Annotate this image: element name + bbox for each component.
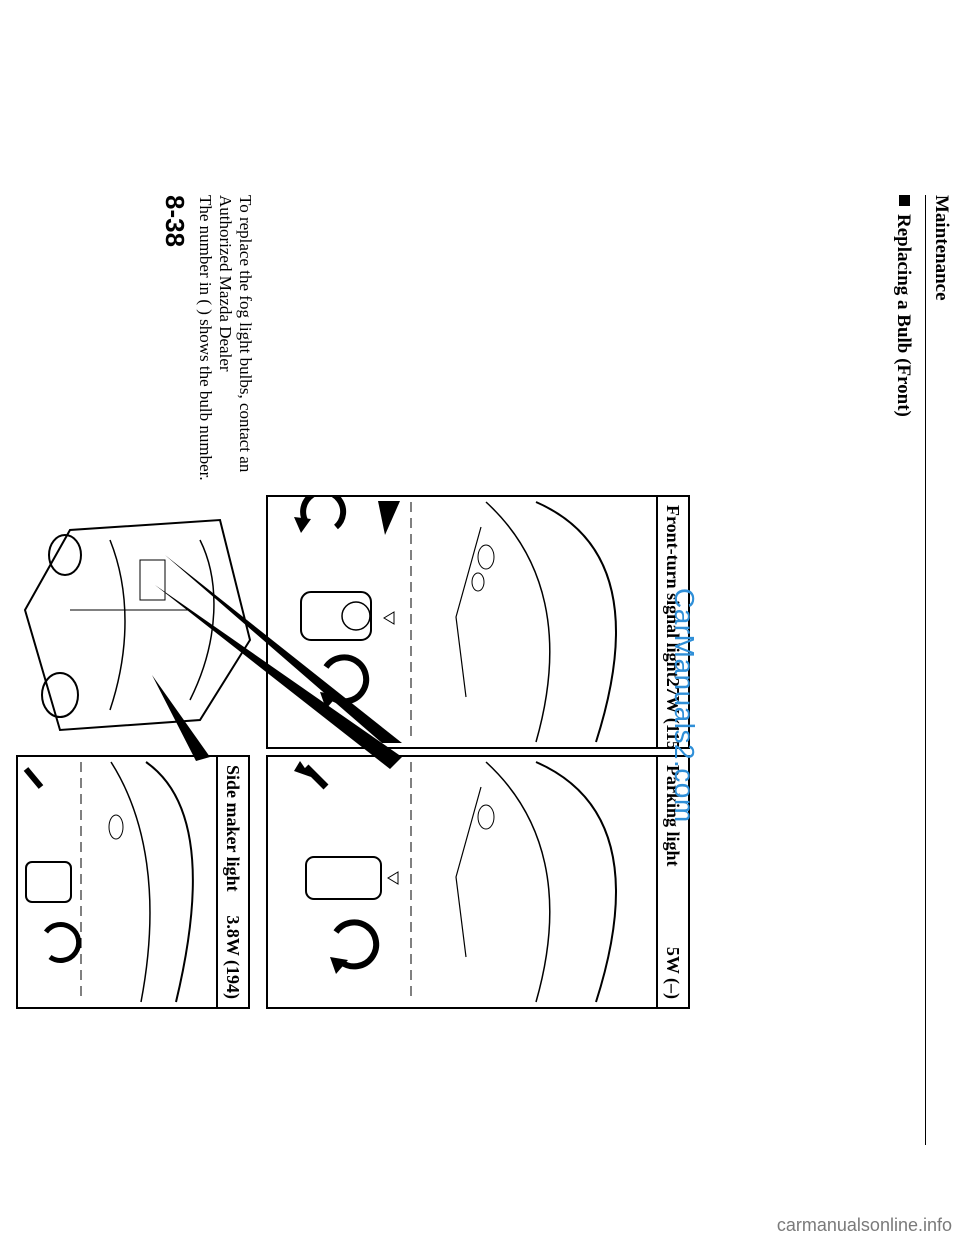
bullet-square-icon	[899, 195, 910, 206]
panel-spec: 5W (–)	[663, 946, 684, 999]
footer-watermark[interactable]: carmanualsonline.info	[776, 1215, 952, 1235]
parking-light-panel: Parking light 5W (–)	[266, 755, 690, 1009]
side-marker-illustration	[23, 761, 194, 1003]
header-rule	[925, 195, 926, 1145]
body-line-3: The number in ( ) shows the bulb number.	[196, 195, 215, 481]
watermark: CarManuals2.com	[669, 588, 700, 823]
body-line-1: To replace the fog light bulbs, contact …	[236, 195, 255, 473]
car-illustration	[23, 518, 252, 732]
section-title: Maintenance	[931, 195, 952, 301]
body-line-2: Authorized Mazda Dealer	[216, 195, 235, 372]
page-number: 8-38	[160, 195, 190, 248]
subheading-text: Replacing a Bulb (Front)	[893, 214, 914, 417]
body-text: To replace the fog light bulbs, contact …	[195, 195, 255, 495]
subheading: Replacing a Bulb (Front)	[892, 195, 914, 417]
parking-light-illustration	[294, 761, 617, 1003]
side-marker-panel: Side maker light 3.8W (194)	[16, 755, 250, 1009]
callout-wedges	[152, 501, 402, 769]
